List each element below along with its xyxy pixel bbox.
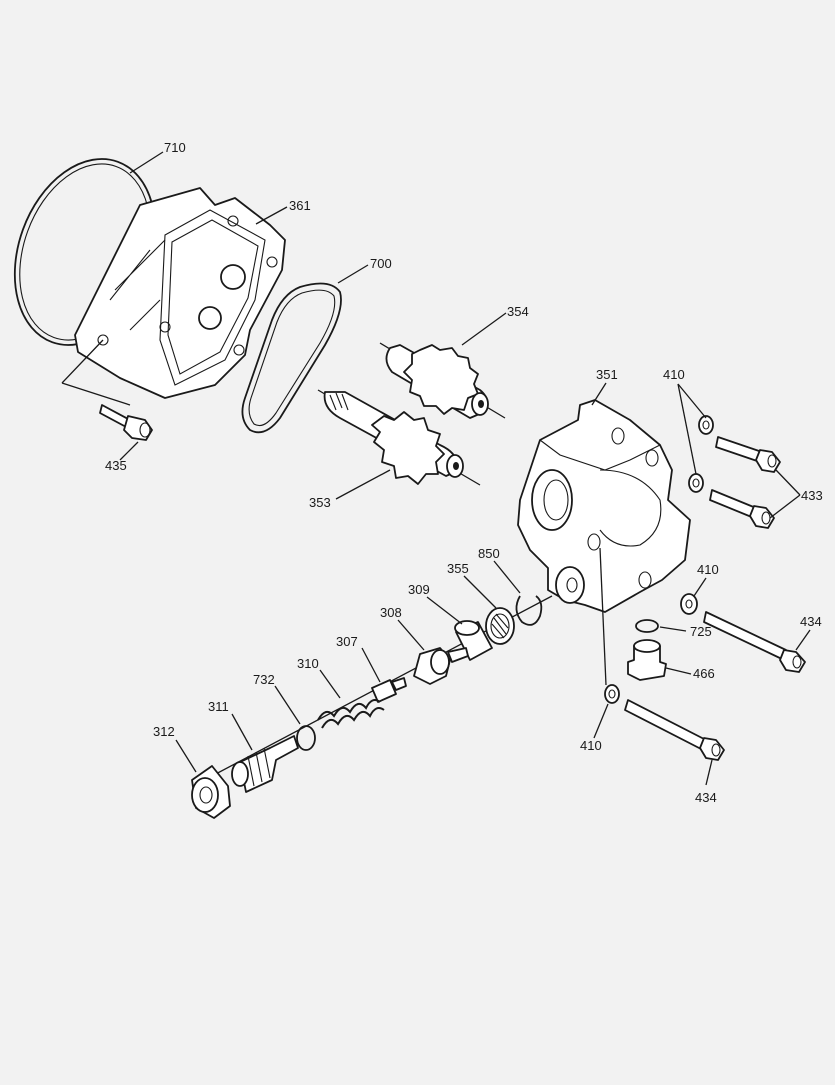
part-433-bolts: [709, 436, 781, 529]
label-307: 307: [336, 634, 358, 649]
part-353-gear-shaft: [317, 389, 481, 486]
part-307-pin: [371, 677, 407, 703]
part-308-piston: [413, 647, 469, 685]
label-700: 700: [370, 256, 392, 271]
label-311: 311: [208, 699, 229, 714]
part-355-screen: [485, 607, 515, 645]
leader-lines: [61, 151, 811, 786]
label-312: 312: [153, 724, 175, 739]
label-355: 355: [447, 561, 469, 576]
part-410-washers-upper: [688, 415, 714, 493]
part-410-washer-lower: [604, 684, 620, 704]
part-labels: 710 361 700 354 353 435 351 410 433 850 …: [105, 140, 823, 805]
label-410-upper: 410: [663, 367, 685, 382]
part-312-nut: [191, 765, 231, 819]
label-308: 308: [380, 605, 402, 620]
label-732: 732: [253, 672, 275, 687]
part-310-spring: [317, 699, 385, 729]
part-351-pump-body: [517, 399, 691, 613]
label-351: 351: [596, 367, 618, 382]
label-410-lower: 410: [580, 738, 602, 753]
label-361: 361: [289, 198, 311, 213]
part-850-snap-ring: [515, 595, 543, 626]
label-354: 354: [507, 304, 529, 319]
label-466: 466: [693, 666, 715, 681]
label-410-right: 410: [697, 562, 719, 577]
label-353: 353: [309, 495, 331, 510]
part-410-washer-right: [680, 593, 698, 615]
label-309: 309: [408, 582, 430, 597]
part-700-gasket: [241, 282, 342, 434]
label-310: 310: [297, 656, 319, 671]
label-434-lower: 434: [695, 790, 717, 805]
part-434-bolt-lower: [624, 699, 725, 761]
part-361-cover: [74, 187, 286, 399]
label-850: 850: [478, 546, 500, 561]
label-435: 435: [105, 458, 127, 473]
label-434-right: 434: [800, 614, 822, 629]
label-725: 725: [690, 624, 712, 639]
part-434-bolt-right: [703, 611, 806, 673]
part-311-adjuster: [231, 735, 299, 793]
label-433: 433: [801, 488, 823, 503]
part-435-bolt: [99, 404, 153, 441]
part-732-o-ring: [296, 725, 316, 751]
label-710: 710: [164, 140, 186, 155]
part-466-plug: [627, 639, 667, 681]
part-725-o-ring: [635, 619, 659, 633]
part-354-gear: [379, 342, 506, 419]
